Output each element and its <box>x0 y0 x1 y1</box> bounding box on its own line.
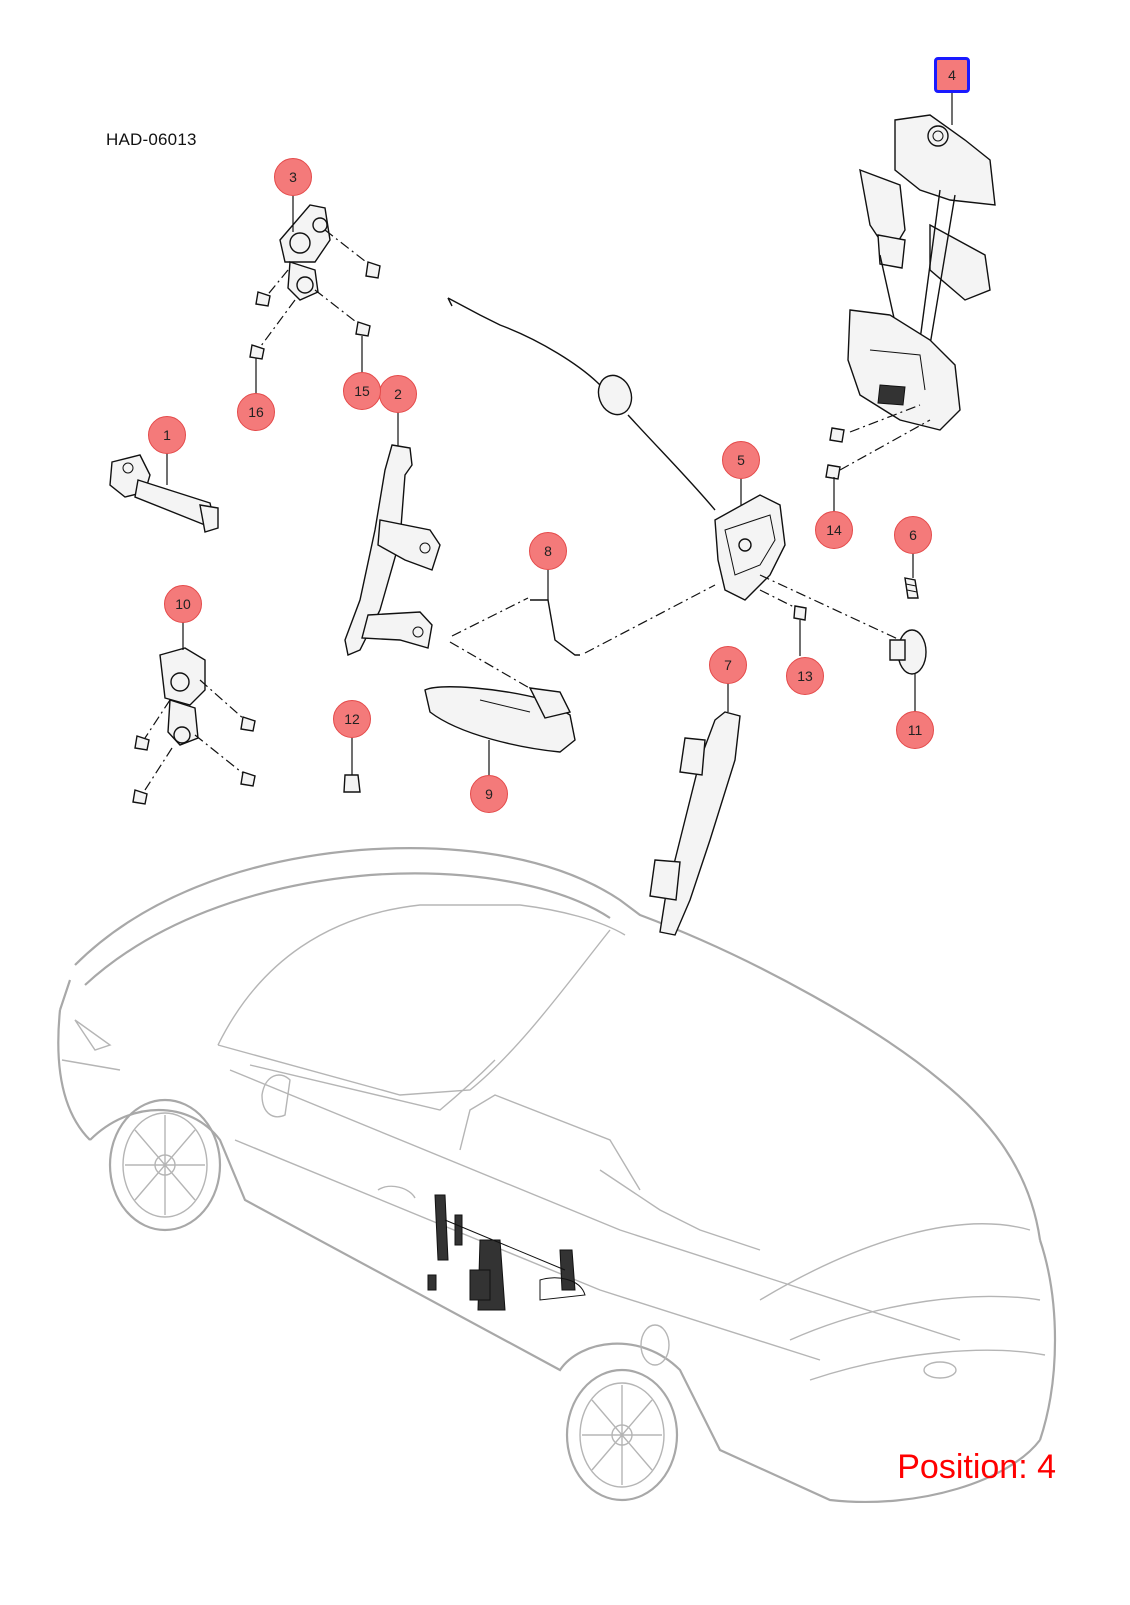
part-1-door-check <box>109 454 219 533</box>
callout-12[interactable]: 12 <box>333 700 371 738</box>
callout-11[interactable]: 11 <box>896 711 934 749</box>
callout-2[interactable]: 2 <box>379 375 417 413</box>
position-label: Position: 4 <box>897 1448 1056 1486</box>
callout-5[interactable]: 5 <box>722 441 760 479</box>
callout-15[interactable]: 15 <box>343 372 381 410</box>
part-9-exterior-handle <box>424 686 576 753</box>
part-11-striker <box>889 629 927 675</box>
part-10-lower-hinge <box>132 647 256 805</box>
callout-10[interactable]: 10 <box>164 585 202 623</box>
callout-6[interactable]: 6 <box>894 516 932 554</box>
part-5-door-latch <box>714 494 901 641</box>
callout-14[interactable]: 14 <box>815 511 853 549</box>
callout-4[interactable]: 4 <box>934 57 970 93</box>
callout-16[interactable]: 16 <box>237 393 275 431</box>
part-7-rear-channel <box>649 711 741 936</box>
callout-9[interactable]: 9 <box>470 775 508 813</box>
part-3-upper-hinge <box>249 204 381 360</box>
release-cable <box>447 297 716 511</box>
part-4-window-regulator <box>825 114 996 480</box>
callout-13[interactable]: 13 <box>786 657 824 695</box>
diagram-code: HAD-06013 <box>106 130 197 149</box>
part-2-channel <box>344 444 441 656</box>
leader-lines <box>166 93 953 775</box>
callout-8[interactable]: 8 <box>529 532 567 570</box>
callout-3[interactable]: 3 <box>274 158 312 196</box>
callout-7[interactable]: 7 <box>709 646 747 684</box>
part-6-plug <box>904 577 919 599</box>
part-8-rod <box>449 584 716 694</box>
door-hardware-silhouette <box>427 1194 586 1311</box>
callout-1[interactable]: 1 <box>148 416 186 454</box>
part-12-bumper <box>343 774 361 793</box>
car-outline <box>57 847 1057 1504</box>
